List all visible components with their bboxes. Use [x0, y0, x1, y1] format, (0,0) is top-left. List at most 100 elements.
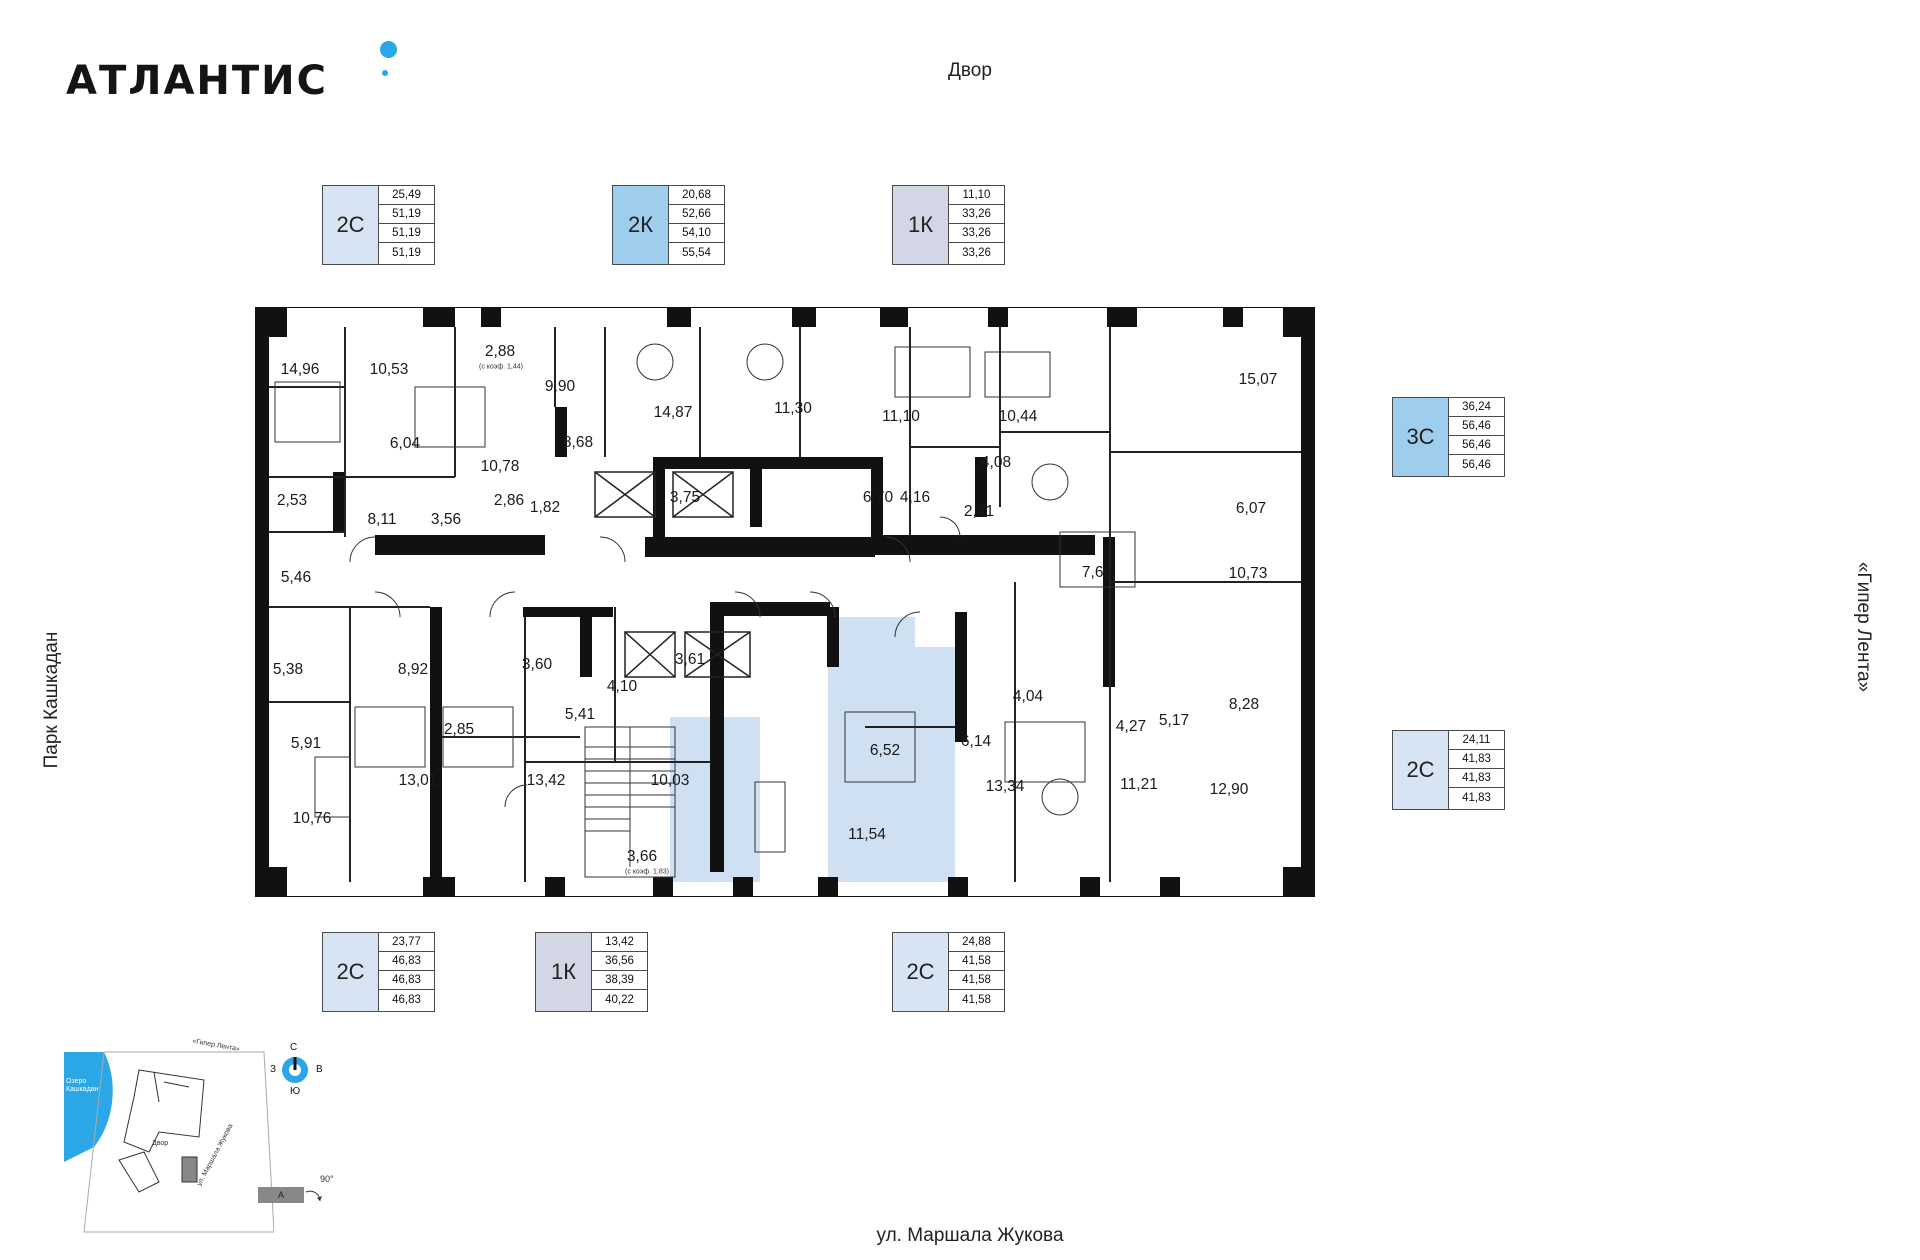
- floor-plan-drawing: [254, 306, 1316, 898]
- card-value: 41,83: [1462, 791, 1491, 804]
- card-value: 51,19: [379, 205, 434, 224]
- room-area: 6,52: [869, 742, 901, 759]
- card-value: 52,66: [669, 205, 724, 224]
- site-lake-label: Озеро Кашкадан: [66, 1078, 99, 1093]
- room-area: 10,76: [292, 810, 332, 827]
- card-type: 2К: [613, 186, 669, 264]
- room-area: 13,34: [985, 778, 1025, 795]
- site-yard-label: Двор: [152, 1140, 169, 1147]
- card-type: 1К: [893, 186, 949, 264]
- room-area: 1,82: [529, 499, 561, 516]
- compass-north: С: [290, 1042, 298, 1053]
- card-value: 25,49: [379, 186, 434, 205]
- room-area: 10,53: [369, 361, 409, 378]
- card-value: 55,54: [682, 246, 711, 259]
- room-area: 10,44: [998, 408, 1038, 425]
- room-area: 14,87: [653, 404, 693, 421]
- card-value: 11,10: [949, 186, 1004, 205]
- card-value: 56,46: [1449, 417, 1504, 436]
- room-area: 12,90: [1209, 781, 1249, 798]
- card-type: 1К: [536, 933, 592, 1011]
- room-area: 5,38: [272, 661, 304, 678]
- room-area: 3,60: [521, 656, 553, 673]
- room-area: 5,46: [280, 569, 312, 586]
- card-value: 24,88: [949, 933, 1004, 952]
- room-area: 9,90: [544, 378, 576, 395]
- card-value: 46,83: [379, 971, 434, 990]
- card-value: 36,24: [1449, 398, 1504, 417]
- highlighted-apartment: [828, 617, 955, 882]
- room-area: 2,86: [493, 492, 525, 509]
- card-value: 56,46: [1462, 458, 1491, 471]
- room-area: 6,07: [1235, 500, 1267, 517]
- card-type: 3С: [1393, 398, 1449, 476]
- room-area: 4,04: [1012, 688, 1044, 705]
- card-value: 40,22: [605, 993, 634, 1006]
- logo-dot-icon: [380, 41, 397, 58]
- room-area: 4,16: [899, 489, 931, 506]
- room-area: 3,75: [669, 489, 701, 506]
- compass-icon: [282, 1057, 308, 1083]
- card-type: 2С: [893, 933, 949, 1011]
- compass-east: В: [316, 1064, 323, 1075]
- compass-west: З: [270, 1064, 277, 1075]
- card-value: 33,26: [949, 224, 1004, 243]
- room-area: 10,78: [480, 458, 520, 475]
- room-area: 11,30: [774, 400, 812, 417]
- room-area: 6,70: [862, 489, 894, 506]
- room-area: 8,68: [562, 434, 594, 451]
- site-angle-label: 90°: [320, 1174, 334, 1184]
- room-area: 8,92: [397, 661, 429, 678]
- card-value: 38,39: [592, 971, 647, 990]
- card-value: 46,83: [379, 952, 434, 971]
- room-area: 3,56: [430, 511, 462, 528]
- room-area: 4,10: [606, 678, 638, 695]
- card-value: 24,11: [1449, 731, 1504, 750]
- room-area: 5,91: [290, 735, 322, 752]
- card-value: 41,83: [1449, 750, 1504, 769]
- room-area: 13,42: [526, 772, 566, 789]
- label-giper: «Гипер Лента»: [1853, 561, 1874, 693]
- compass-south: Ю: [290, 1086, 301, 1097]
- site-building-badge: А: [258, 1187, 304, 1203]
- label-street: ул. Маршала Жукова: [876, 1225, 1064, 1246]
- room-area: 11,54: [848, 826, 886, 843]
- room-area: 6,04: [389, 435, 421, 452]
- card-value: 46,83: [392, 993, 421, 1006]
- card-type: 2С: [323, 186, 379, 264]
- card-value: 33,26: [962, 246, 991, 259]
- room-area: 14,96: [280, 361, 320, 378]
- room-area: 4,08: [980, 454, 1012, 471]
- card-value: 36,56: [592, 952, 647, 971]
- card-value: 56,46: [1449, 436, 1504, 455]
- room-area: 10,73: [1228, 565, 1268, 582]
- room-area: 6,14: [960, 733, 992, 750]
- room-area: 2,88: [484, 343, 516, 360]
- card-value: 23,77: [379, 933, 434, 952]
- room-area: 2,53: [276, 492, 308, 509]
- area-note: (с коэф. 1,83): [625, 868, 669, 876]
- card-value: 13,42: [592, 933, 647, 952]
- room-area: 2,41: [963, 503, 995, 520]
- room-area: 2,85: [443, 721, 475, 738]
- label-yard: Двор: [948, 60, 992, 81]
- room-area: 11,21: [1120, 776, 1158, 793]
- card-value: 41,58: [949, 971, 1004, 990]
- room-area: 13,01: [398, 772, 438, 789]
- rotation-arrow-icon: [305, 1190, 322, 1202]
- card-value: 20,68: [669, 186, 724, 205]
- site-map: Озеро Кашкадан «Гипер Лента» Двор ул. Ма…: [64, 1038, 334, 1247]
- card-value: 41,58: [949, 952, 1004, 971]
- room-area: 7,66: [1081, 564, 1113, 581]
- card-type: 2С: [323, 933, 379, 1011]
- area-note: (с коэф. 1,44): [479, 363, 523, 371]
- room-area: 8,28: [1228, 696, 1260, 713]
